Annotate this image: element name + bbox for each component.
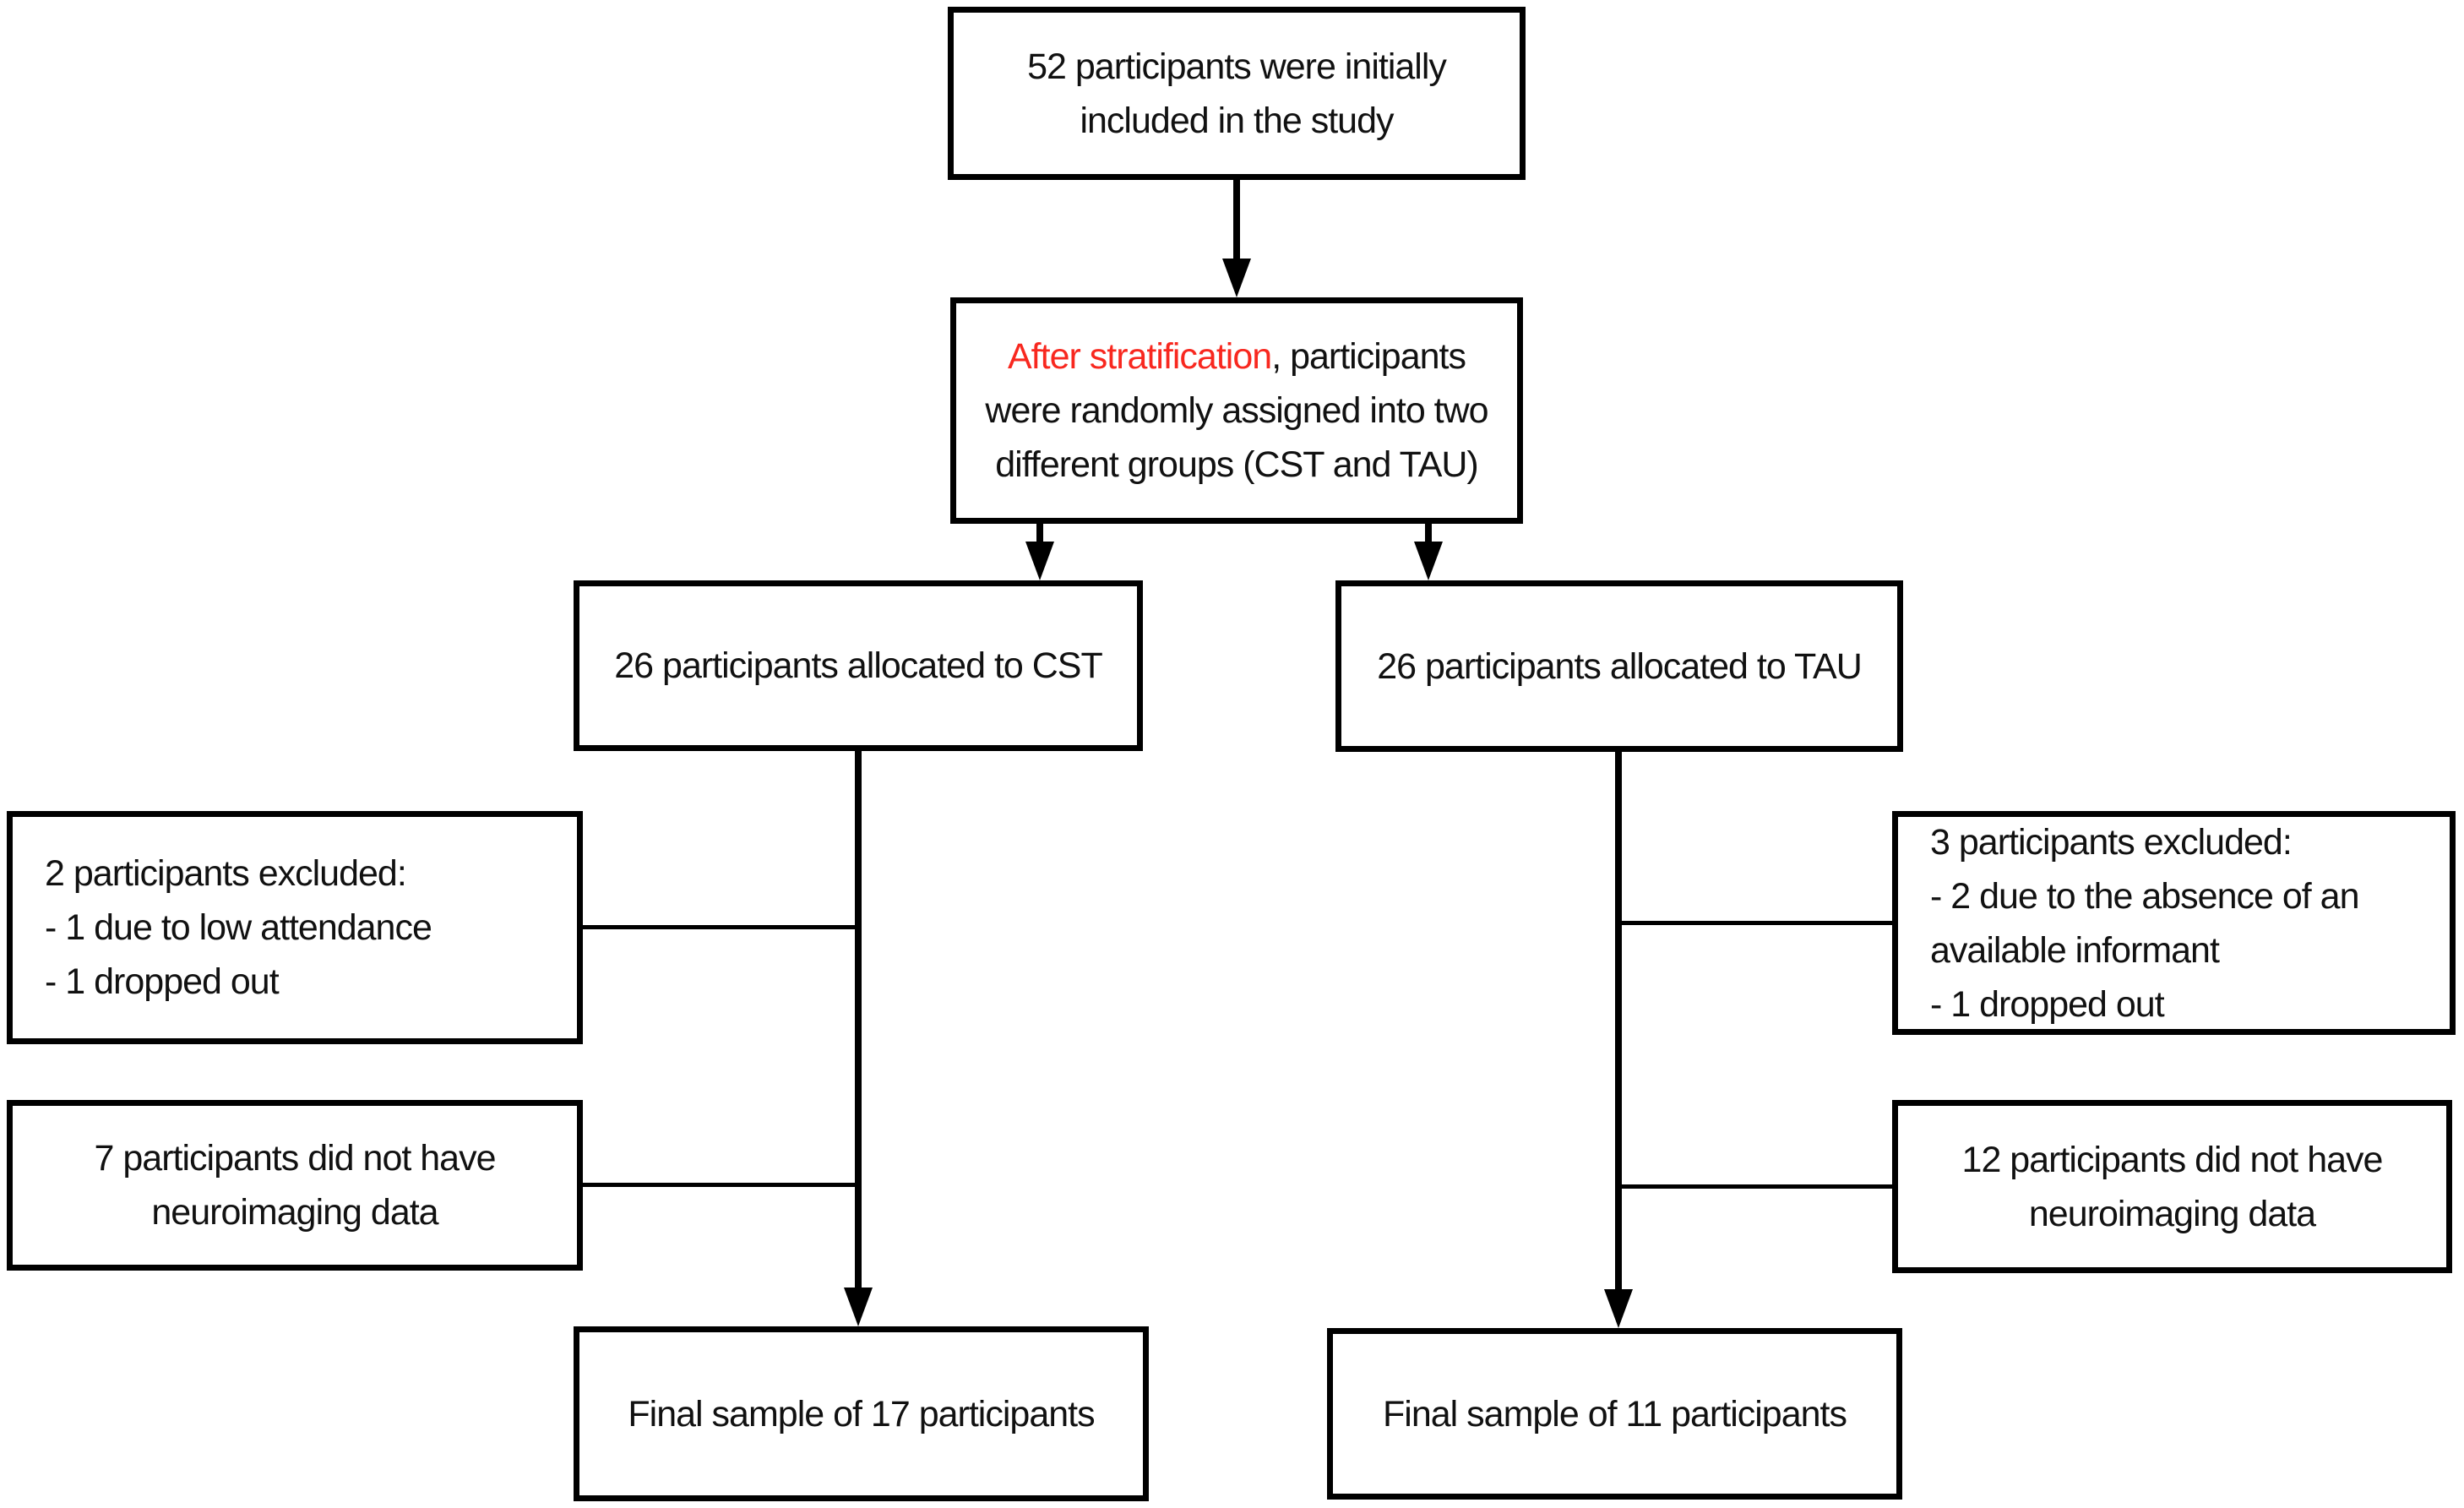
box-cst-excluded: 2 participants excluded: - 1 due to low … bbox=[7, 811, 583, 1044]
box-line: 26 participants allocated to CST bbox=[614, 645, 1102, 686]
box-line: available informant bbox=[1930, 929, 2220, 971]
box-line: 3 participants excluded: bbox=[1930, 821, 2293, 863]
box-line: neuroimaging data bbox=[2028, 1193, 2316, 1234]
box-line: included in the study bbox=[1080, 100, 1394, 141]
connector-stratification-to-cst bbox=[1036, 521, 1043, 545]
box-cst-no-neuroimaging: 7 participants did not have neuroimaging… bbox=[7, 1100, 583, 1271]
branch-tau-excluded bbox=[1617, 921, 1896, 925]
stratification-rest-text: , participants bbox=[1271, 336, 1466, 377]
box-line: After stratification, participants bbox=[1008, 329, 1466, 384]
arrowhead-down-icon bbox=[844, 1288, 873, 1326]
box-line: 2 participants excluded: bbox=[45, 853, 407, 894]
branch-cst-neuroimaging bbox=[581, 1183, 860, 1187]
arrowhead-down-icon bbox=[1025, 542, 1054, 580]
connector-stratification-to-tau bbox=[1425, 521, 1432, 545]
box-stratification: After stratification, participants were … bbox=[950, 297, 1523, 524]
stratification-red-text: After stratification bbox=[1008, 336, 1272, 377]
box-line: were randomly assigned into two bbox=[985, 390, 1488, 431]
branch-cst-excluded bbox=[581, 925, 860, 929]
box-cst-allocation: 26 participants allocated to CST bbox=[574, 580, 1143, 751]
box-line: 7 participants did not have bbox=[94, 1138, 497, 1179]
box-line: different groups (CST and TAU) bbox=[995, 444, 1478, 485]
connector-cst-to-final bbox=[855, 749, 862, 1291]
box-tau-final-sample: Final sample of 11 participants bbox=[1327, 1328, 1902, 1500]
box-line: - 2 due to the absence of an bbox=[1930, 875, 2360, 917]
box-initial-participants: 52 participants were initially included … bbox=[948, 7, 1526, 180]
box-cst-final-sample: Final sample of 17 participants bbox=[574, 1326, 1149, 1501]
box-line: neuroimaging data bbox=[151, 1192, 438, 1233]
arrowhead-down-icon bbox=[1604, 1289, 1633, 1328]
box-line: Final sample of 17 participants bbox=[628, 1393, 1095, 1435]
box-line: 12 participants did not have bbox=[1961, 1139, 2384, 1180]
box-line: 52 participants were initially bbox=[1027, 46, 1447, 87]
arrowhead-down-icon bbox=[1222, 259, 1251, 297]
box-tau-excluded: 3 participants excluded: - 2 due to the … bbox=[1892, 811, 2456, 1035]
connector-tau-to-final bbox=[1615, 750, 1622, 1293]
arrowhead-down-icon bbox=[1414, 542, 1443, 580]
box-line: - 1 due to low attendance bbox=[45, 907, 432, 948]
branch-tau-neuroimaging bbox=[1617, 1184, 1896, 1189]
box-tau-allocation: 26 participants allocated to TAU bbox=[1335, 580, 1903, 752]
box-line: Final sample of 11 participants bbox=[1383, 1393, 1847, 1435]
box-tau-no-neuroimaging: 12 participants did not have neuroimagin… bbox=[1892, 1100, 2452, 1273]
box-line: 26 participants allocated to TAU bbox=[1377, 645, 1863, 687]
box-line: - 1 dropped out bbox=[45, 961, 280, 1002]
connector-initial-to-stratification bbox=[1233, 177, 1240, 262]
box-line: - 1 dropped out bbox=[1930, 983, 2165, 1025]
